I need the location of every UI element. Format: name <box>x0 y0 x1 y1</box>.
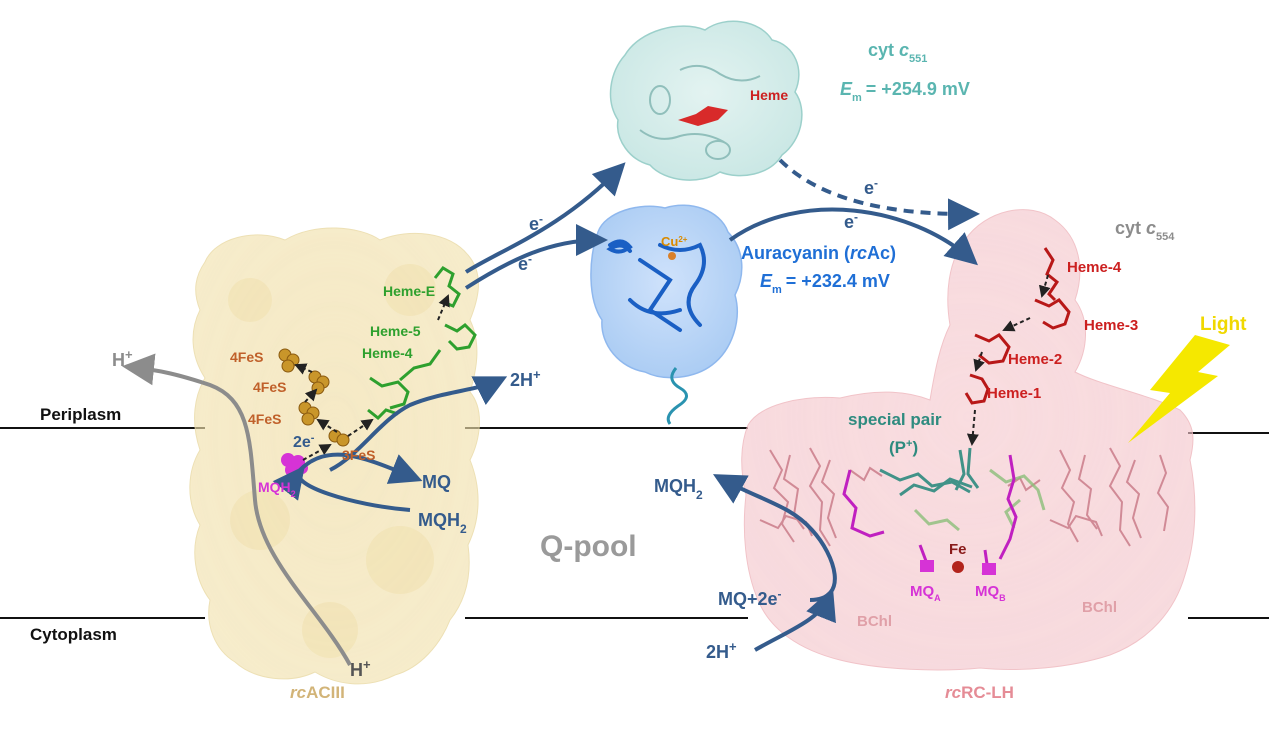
arrow-to-auracyanin <box>464 224 608 290</box>
arrow-aura-to-rc <box>728 207 978 266</box>
two-h-top-label: 2H+ <box>510 367 541 391</box>
cyt551-em: Em= +254.9 mV <box>840 79 970 104</box>
light-bolt-icon <box>1128 335 1230 443</box>
mqa-label: MQA <box>910 583 941 603</box>
e-label-2: e- <box>518 252 532 274</box>
cyt551-heme-label: Heme <box>750 87 788 103</box>
bchl-left-label: BChl <box>857 613 892 630</box>
acIII-heme-sticks <box>367 266 477 421</box>
cyt551-name: cyt c551 <box>868 40 927 65</box>
acIII-mqh2-label: MQH2 <box>258 479 296 499</box>
fes-clusters <box>278 348 350 447</box>
bchl-sticks <box>759 447 1170 547</box>
fes-label-3: 4FeS <box>248 411 281 427</box>
two-e-label: 2e- <box>293 432 315 451</box>
cyt554-name: cyt c554 <box>1115 218 1175 243</box>
cytoplasm-label: Cytoplasm <box>30 625 117 644</box>
heme-3-rc-label: Heme-3 <box>1084 317 1138 334</box>
arrow-to-cyt551 <box>464 162 626 274</box>
acIII-name: rcACIII <box>290 683 345 702</box>
bchl-right-label: BChl <box>1082 599 1117 616</box>
light-label: Light <box>1200 314 1247 335</box>
special-pair-label: special pair <box>848 410 942 429</box>
fes-label-4: 3FeS <box>342 447 375 463</box>
qpool-label: Q-pool <box>540 530 637 563</box>
arrow-mqh2-in <box>272 465 411 512</box>
auracyanin-surface <box>590 204 743 425</box>
h-bottom-label: H+ <box>350 657 371 681</box>
heme-5-label: Heme-5 <box>370 323 421 339</box>
arrow-cyt551-to-rc <box>778 158 980 231</box>
fe-atom <box>952 561 964 573</box>
electron-arrows <box>272 158 980 652</box>
auracyanin-em: Em= +232.4 mV <box>760 271 890 296</box>
fes-label-2: 4FeS <box>253 379 286 395</box>
arrow-proton-gray <box>122 353 352 666</box>
special-pair-sticks <box>879 447 980 497</box>
cu-label: Cu2+ <box>661 234 688 249</box>
periplasm-label: Periplasm <box>40 405 121 424</box>
mqh2-in-label: MQH2 <box>418 510 467 536</box>
heme-e-label: Heme-E <box>383 283 435 299</box>
heme-4-label: Heme-4 <box>362 345 413 361</box>
auracyanin-name: Auracyanin (rcAc) <box>741 243 896 263</box>
cyt551-heme <box>678 106 728 126</box>
e-label-1: e- <box>529 212 543 234</box>
rclh-name: rcRC-LH <box>945 683 1014 702</box>
arrow-2h-bottom <box>754 587 836 652</box>
cyt554-et-arrows <box>966 274 1051 446</box>
mqb-molecule <box>982 563 996 575</box>
cyt554-hemes <box>964 247 1071 405</box>
heme-4-rc-label: Heme-4 <box>1067 259 1122 276</box>
two-h-bottom-label: 2H+ <box>706 639 737 663</box>
acIII-et-arrows <box>294 294 450 461</box>
fes-label-1: 4FeS <box>230 349 263 365</box>
accessory-sticks <box>913 468 1046 532</box>
arrow-2h-top <box>329 376 508 472</box>
e-label-3: e- <box>864 176 878 198</box>
cu-atom <box>668 252 676 260</box>
heme-1-rc-label: Heme-1 <box>987 385 1041 402</box>
cyt551-surface <box>609 20 803 181</box>
fe-label: Fe <box>949 541 967 558</box>
mqa-molecule <box>920 560 934 572</box>
heme-2-rc-label: Heme-2 <box>1008 351 1062 368</box>
mq-out-label: MQ <box>422 472 451 492</box>
auracyanin-tail <box>666 367 688 425</box>
p-plus-label: (P+) <box>889 438 918 457</box>
h-left-label: H+ <box>112 347 133 371</box>
mq-2e-label: MQ+2e- <box>718 587 782 609</box>
e-label-4: e- <box>844 210 858 232</box>
rc-mqh2-out-label: MQH2 <box>654 476 703 502</box>
mqb-label: MQB <box>975 583 1006 603</box>
